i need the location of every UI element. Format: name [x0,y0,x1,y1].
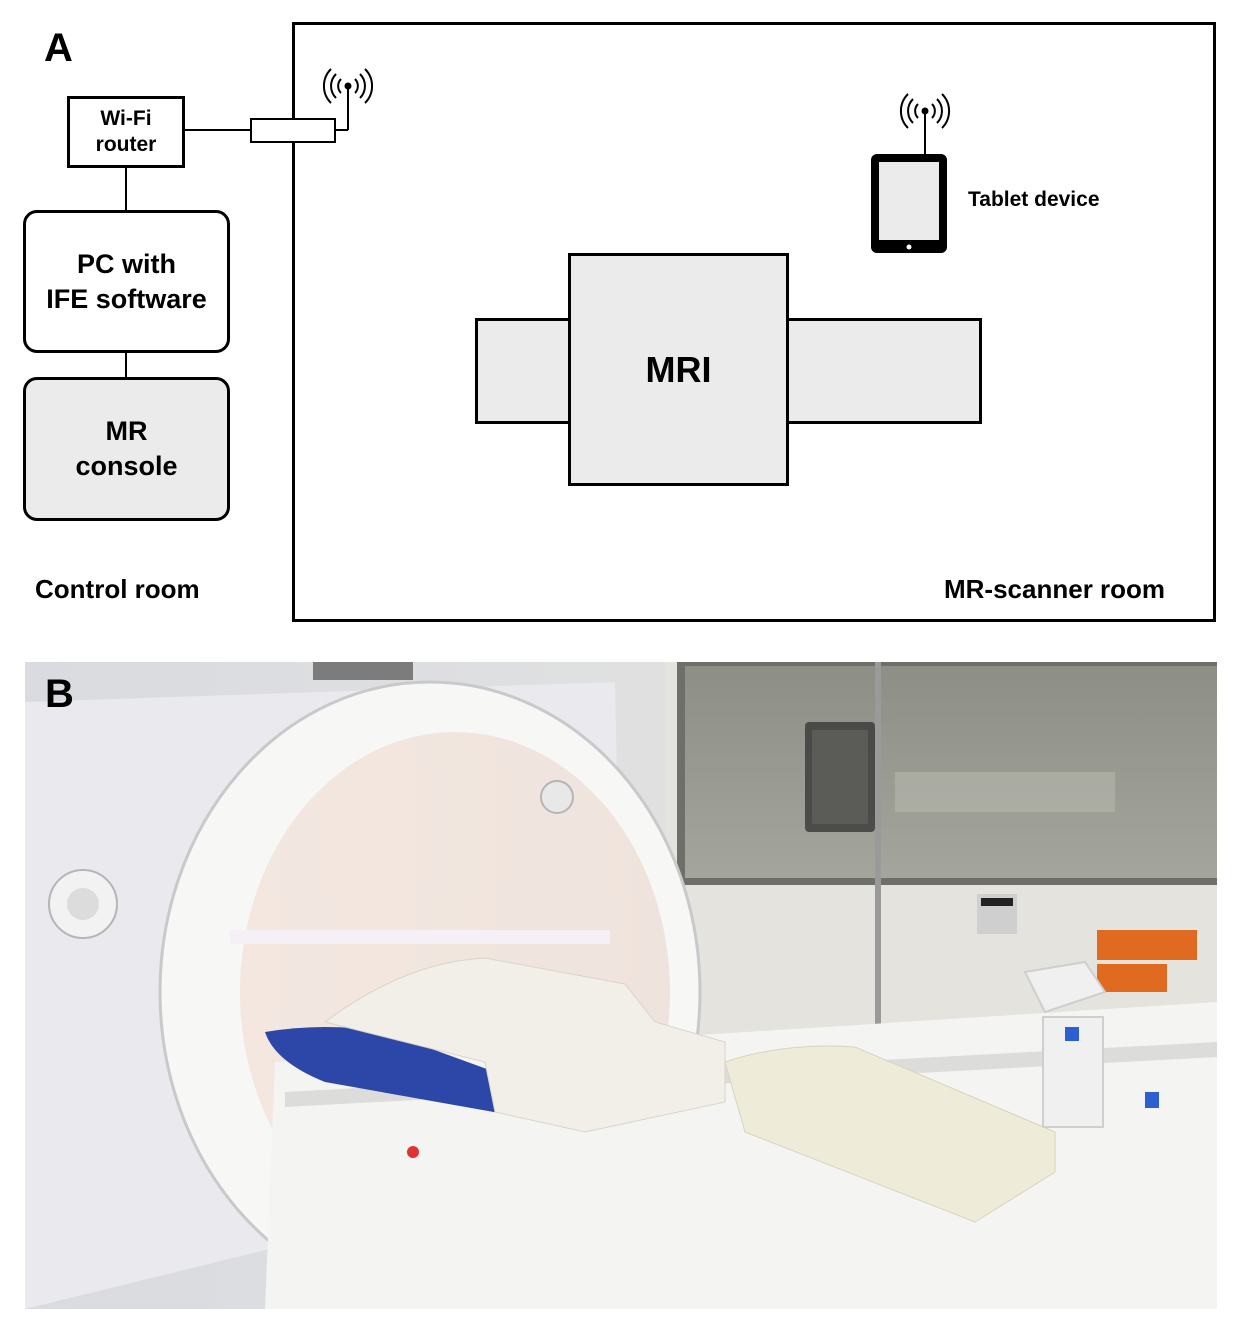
mr-console-box: MR console [23,377,230,521]
mri-side-left [475,318,572,424]
router-label-line1: Wi-Fi [100,107,152,130]
control-room-label: Control room [35,574,200,604]
blue-cushion [265,1027,505,1114]
router-label-line2: router [95,133,157,156]
panel-b-letter: B [45,672,74,716]
panel-a-letter: A [44,26,73,70]
foam-pad [724,1045,1056,1223]
tablet-device-label: Tablet device [968,188,1100,211]
wifi-antenna-icon [322,68,374,104]
connector-lines [125,129,251,378]
iv-pole [875,662,881,1057]
gantry-knob-right [540,780,574,814]
console-label-line2: console [75,451,178,481]
bore-light-strip [230,930,610,944]
window-reflection [895,772,1115,812]
outlet-strip-upper [1097,930,1197,960]
wall-passthrough [250,86,349,143]
pc-label-line1: PC with [76,248,176,279]
wifi-antenna-icon [899,93,951,129]
outlet-strip-lower [1097,964,1167,992]
passthrough-connector [250,118,336,143]
photo-illustration [25,662,1217,1309]
table-red-button [407,1146,419,1158]
mri-label: MRI [645,348,712,390]
mri-room-photo: B [25,662,1217,1309]
mri-gantry-box: MRI [568,253,789,486]
console-label-line1: MR [105,416,148,446]
white-sheet [323,957,726,1133]
tablet-icon [871,111,947,253]
wifi-router-box: Wi-Fi router [67,96,185,168]
pc-box: PC with IFE software [23,210,230,353]
scanner-room-label: MR-scanner room [944,574,1166,604]
ceiling-sign [313,662,413,680]
mri-side-right [786,318,982,424]
pc-label-line2: IFE software [46,283,207,314]
